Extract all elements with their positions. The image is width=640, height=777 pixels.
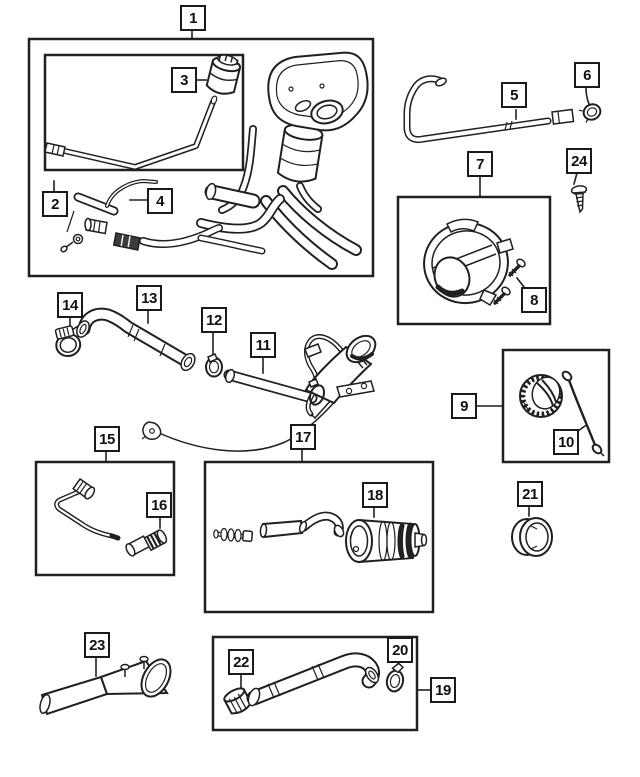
callout-22[interactable]: 22 [228,649,254,675]
callout-10[interactable]: 10 [553,429,579,455]
leader-line-8 [515,276,526,289]
callout-2[interactable]: 2 [42,191,68,217]
callout-8[interactable]: 8 [521,287,547,313]
leader-line-6 [585,87,591,106]
part-14-clamp [54,325,82,358]
callout-19[interactable]: 19 [430,677,456,703]
part-17-tube [259,511,345,539]
callout-3[interactable]: 3 [171,67,197,93]
part-21-grommet [511,517,553,557]
part-15-tube [54,477,121,541]
main-assembly-art [84,51,369,270]
callout-4[interactable]: 4 [147,188,173,214]
callout-6[interactable]: 6 [574,62,600,88]
group-box-15-16 [34,460,176,577]
callout-14[interactable]: 14 [57,292,83,318]
part-12-clamp [205,353,223,378]
leader-line-24 [573,172,578,185]
part-19-hose [246,652,380,707]
part-5-tube [403,75,575,144]
callout-11[interactable]: 11 [250,332,276,358]
part-17-fitting [213,527,254,543]
callout-12[interactable]: 12 [201,307,227,333]
part-22-cap [223,687,253,715]
part-13-hose [76,307,196,372]
callout-23[interactable]: 23 [84,632,110,658]
part-8-screws [493,258,526,305]
part-16-valve [125,529,168,557]
part-23-filler-housing [39,655,172,716]
callout-21[interactable]: 21 [517,481,543,507]
part-9-fuel-cap [519,374,563,418]
callout-20[interactable]: 20 [387,637,413,663]
leader-line-10 [576,424,587,433]
part-10-tether [561,370,605,457]
part-20-clamp [385,662,405,693]
part-24-screw [570,185,588,214]
callout-18[interactable]: 18 [362,482,388,508]
part-2-tube [60,192,119,253]
part-vapor-tube-art [44,95,218,170]
part-6-clamp [578,103,602,123]
leader-lines [53,29,591,691]
callout-7[interactable]: 7 [467,151,493,177]
callout-5[interactable]: 5 [501,82,527,108]
part-3-canister [205,54,242,95]
part-4-tube [105,179,158,208]
part-7-bezel [423,218,514,307]
callout-24[interactable]: 24 [566,148,592,174]
part-18-filter [345,518,428,564]
callout-1[interactable]: 1 [180,5,206,31]
callout-13[interactable]: 13 [136,285,162,311]
callout-9[interactable]: 9 [451,393,477,419]
callout-17[interactable]: 17 [290,424,316,450]
part-11-filler-tube [141,334,377,452]
callout-16[interactable]: 16 [146,492,172,518]
callout-15[interactable]: 15 [94,426,120,452]
